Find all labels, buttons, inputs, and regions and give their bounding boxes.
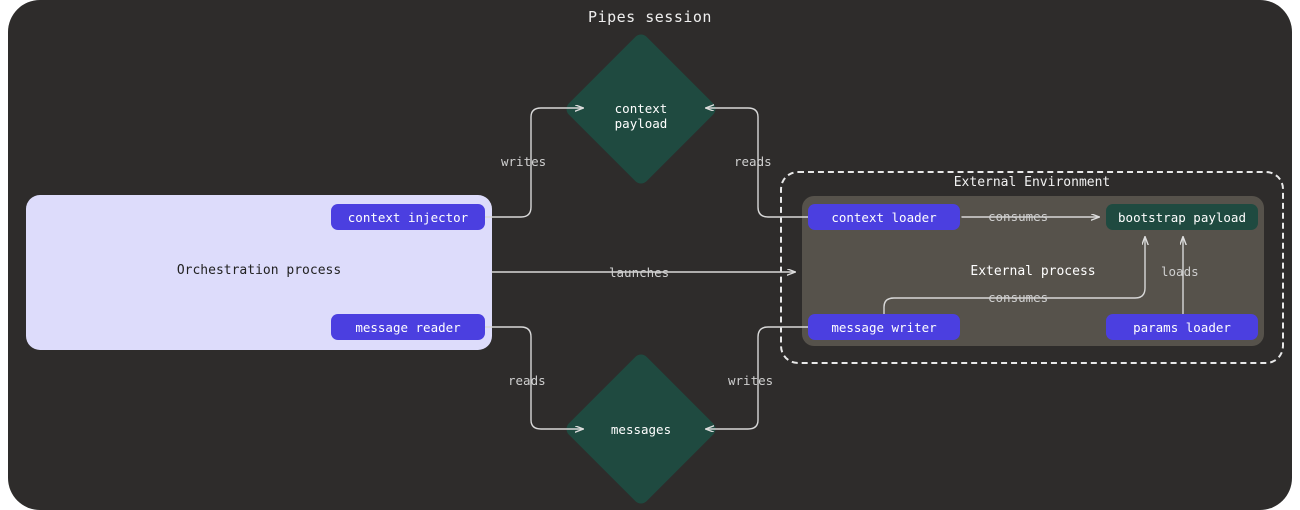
edge-label-reads-context: reads <box>734 154 772 169</box>
edge-label-reads-messages: reads <box>508 373 546 388</box>
edge-label-consumes-context-loader: consumes <box>988 209 1049 224</box>
external-environment-label: External Environment <box>953 175 1111 190</box>
context-payload-label-line1: context <box>614 101 668 116</box>
params-loader-node[interactable]: params loader <box>1106 314 1258 340</box>
orchestration-process-label: Orchestration process <box>176 263 342 278</box>
context-loader-node[interactable]: context loader <box>808 204 960 230</box>
context-injector-node[interactable]: context injector <box>331 204 485 230</box>
edge-label-loads-params: loads <box>1161 264 1199 279</box>
edge-label-writes-messages: writes <box>728 373 774 388</box>
edge-label-launches: launches <box>609 265 670 280</box>
message-writer-node[interactable]: message writer <box>808 314 960 340</box>
bootstrap-payload-node[interactable]: bootstrap payload <box>1106 204 1258 230</box>
page-title: Pipes session <box>588 8 712 26</box>
edge-label-writes-context: writes <box>501 154 547 169</box>
messages-label: messages <box>561 422 721 437</box>
message-reader-node[interactable]: message reader <box>331 314 485 340</box>
external-environment-box <box>780 171 1284 364</box>
messages-label-line1: messages <box>610 422 672 437</box>
edge-label-consumes-message-writer: consumes <box>988 290 1049 305</box>
context-payload-label-line2: payload <box>614 116 668 131</box>
context-payload-label: context payload <box>561 101 721 131</box>
